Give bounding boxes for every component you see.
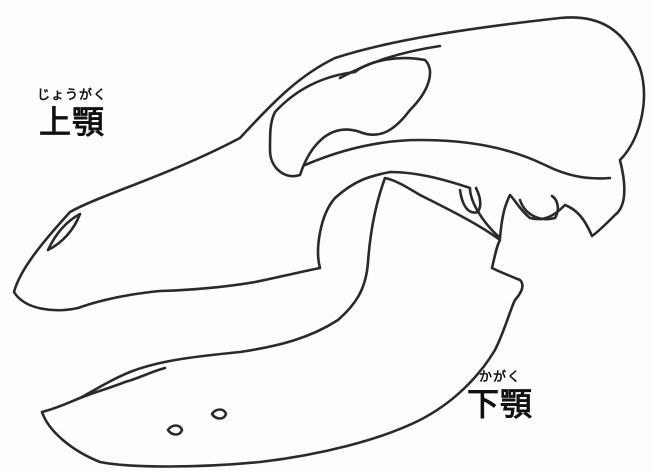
zygomatic-arch	[303, 138, 612, 180]
nasal-opening	[46, 212, 82, 252]
lower-jaw-label: かがく 下顎	[450, 370, 550, 422]
lower-jaw-reading: かがく	[478, 370, 521, 385]
upper-teeth	[458, 186, 560, 221]
upper-jaw-label: じょうがく 上顎	[22, 88, 122, 140]
upper-jaw-text: 上顎	[38, 103, 105, 141]
lower-teeth-ridge	[78, 366, 167, 400]
lower-jaw-text: 下顎	[466, 385, 533, 423]
mental-foramen-2	[210, 408, 228, 420]
orbit-outline	[268, 56, 432, 178]
mental-foramen-1	[166, 424, 184, 436]
lower-jaw-outline	[40, 176, 524, 468]
upper-jaw-reading: じょうがく	[36, 88, 107, 103]
upper-jaw-outline	[12, 16, 646, 312]
brow-line	[338, 44, 442, 80]
